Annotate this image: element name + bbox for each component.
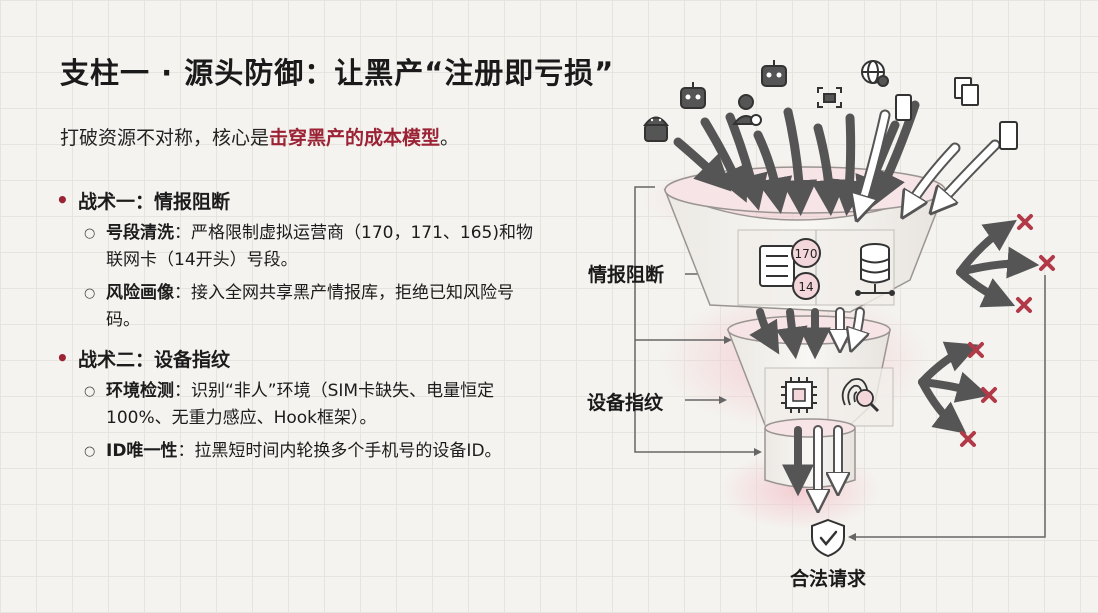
bullet-ring-icon: ○ <box>84 444 96 459</box>
badge-170-text: 170 <box>795 247 818 261</box>
x-mark-icon <box>1017 214 1033 230</box>
item-text: 严格限制虚拟运营商（170，171、165)和物联网卡（14开头）号段。 <box>106 223 533 270</box>
number-badge-170 <box>791 238 821 268</box>
bullet-dot-icon: • <box>56 188 69 212</box>
phone-icon <box>999 121 1018 150</box>
tactic-1-item-1: ○ 号段清洗：严格限制虚拟运营商（170，171、165)和物联网卡（14开头）… <box>84 220 534 274</box>
item-title: ID唯一性 <box>106 441 178 461</box>
tactic-2-item-1: ○ 环境检测：识别“非人”环境（SIM卡缺失、电量恒定100%、无重力感应、Ho… <box>84 378 534 432</box>
tactic-1-title: 战术一：情报阻断 <box>78 190 231 213</box>
subtitle: 打破资源不对称，核心是击穿黑产的成本模型。 <box>60 123 459 150</box>
tactic-2-title: 战术二：设备指纹 <box>78 348 231 371</box>
bullet-dot-icon: • <box>56 346 69 370</box>
item-text: 拉黑短时间内轮换多个手机号的设备ID。 <box>194 441 502 461</box>
documents-icon <box>954 77 979 106</box>
item-title: 号段清洗 <box>106 223 174 243</box>
tactic-2-item-2: ○ ID唯一性：拉黑短时间内轮换多个手机号的设备ID。 <box>84 438 534 465</box>
funnel-svg: 170 14 <box>634 60 1055 558</box>
x-mark-icon <box>968 342 984 358</box>
stage-2-label: 设备指纹 <box>587 392 664 414</box>
item-title: 风险画像 <box>106 283 174 303</box>
bullet-ring-icon: ○ <box>84 286 96 301</box>
item-colon: ： <box>177 441 195 461</box>
tactic-1: • 战术一：情报阻断 ○ 号段清洗：严格限制虚拟运营商（170，171、165)… <box>56 182 546 334</box>
tactic-1-item-2: ○ 风险画像：接入全网共享黑产情报库，拒绝已知风险号码。 <box>84 280 534 334</box>
android-icon <box>643 116 669 142</box>
robot-icon <box>680 82 706 109</box>
bullet-ring-icon: ○ <box>84 384 96 399</box>
subtitle-prefix: 打破资源不对称，核心是 <box>60 127 270 149</box>
camera-scan-icon <box>817 87 842 108</box>
item-title: 环境检测 <box>106 381 174 401</box>
item-colon: ： <box>174 283 191 303</box>
funnel-diagram: 170 14 <box>560 50 1098 613</box>
x-marks <box>960 214 1055 447</box>
stage-1-icons: 170 14 <box>759 238 895 300</box>
item-colon: ： <box>174 381 191 401</box>
robot-icon <box>761 60 787 87</box>
tactics-list: • 战术一：情报阻断 ○ 号段清洗：严格限制虚拟运营商（170，171、165)… <box>56 182 546 471</box>
subtitle-highlight: 击穿黑产的成本模型 <box>269 127 441 149</box>
x-mark-icon <box>981 387 997 403</box>
stage-1-label: 情报阻断 <box>588 264 665 286</box>
number-badge-14 <box>792 272 820 300</box>
subtitle-suffix: 。 <box>440 127 460 149</box>
stage-arrows <box>749 307 860 502</box>
tactic-1-heading: • 战术一：情报阻断 <box>56 182 546 218</box>
user-blocked-icon <box>731 94 762 126</box>
incoming-arrows-light <box>860 109 1001 210</box>
tactic-2-heading: • 战术二：设备指纹 <box>56 340 546 376</box>
tactic-2: • 战术二：设备指纹 ○ 环境检测：识别“非人”环境（SIM卡缺失、电量恒定10… <box>56 340 546 465</box>
phone-icon <box>895 94 912 121</box>
output-label: 合法请求 <box>790 568 867 590</box>
x-mark-icon <box>960 431 976 447</box>
x-mark-icon <box>1016 297 1032 313</box>
right-flow-line <box>848 275 1046 541</box>
item-text: 识别“非人”环境（SIM卡缺失、电量恒定100%、无重力感应、Hook框架）。 <box>106 381 495 428</box>
bullet-ring-icon: ○ <box>84 226 96 241</box>
stage-2-icons <box>781 377 880 413</box>
x-mark-icon <box>1039 255 1055 271</box>
shield-check-icon <box>811 518 845 558</box>
item-colon: ： <box>174 223 191 243</box>
input-icons <box>643 60 1018 150</box>
rejected-arrows <box>918 219 1040 434</box>
fingerprint-search-icon <box>841 378 880 413</box>
list-icon <box>759 245 795 287</box>
badge-14-text: 14 <box>798 280 813 294</box>
database-icon <box>855 243 895 296</box>
chip-icon <box>781 377 817 413</box>
globe-blocked-icon <box>861 60 889 87</box>
slide-title: 支柱一 · 源头防御：让黑产“注册即亏损” <box>60 56 615 90</box>
item-text: 接入全网共享黑产情报库，拒绝已知风险号码。 <box>106 283 514 330</box>
